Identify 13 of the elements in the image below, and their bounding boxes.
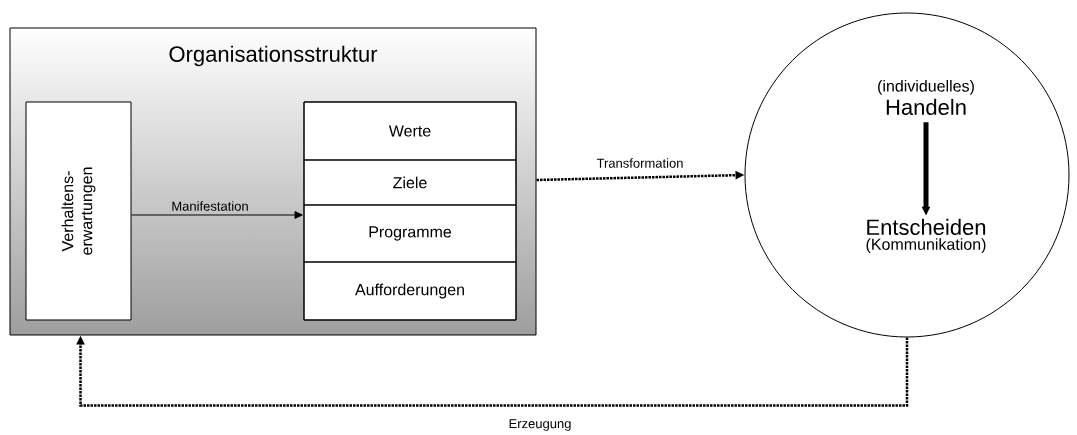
arrow [131,211,303,219]
stack-cell: Ziele [303,159,517,206]
circle [744,12,1070,338]
edge-label: Manifestation [172,201,248,211]
stack-cell: Aufforderungen [303,261,517,321]
edge-label: Transformation [596,158,683,168]
rotated-box: Verhaltens- erwartungen [25,101,132,321]
stack-box [303,101,517,321]
circle-text: (individuelles) Handeln [878,79,974,116]
circle-text: Entscheiden (Kommunikation) [866,218,986,254]
stack-cell: Programme [303,204,517,263]
edge-label: Erzeugung [509,419,571,431]
stack-cell: Werte [303,101,517,161]
